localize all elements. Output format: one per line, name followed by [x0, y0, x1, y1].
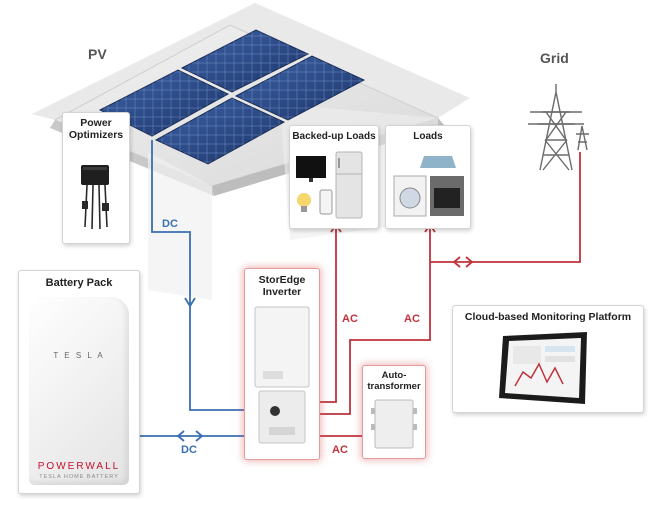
auto-transformer-card: Auto- transformer — [362, 365, 426, 459]
transmission-tower-icon — [528, 84, 589, 171]
pv-label: PV — [88, 46, 107, 62]
dc-battery-label: DC — [181, 444, 197, 456]
storedge-inverter-title: StorEdge Inverter — [258, 274, 306, 298]
oven-icon — [430, 176, 464, 216]
backed-up-loads-title: Backed-up Loads — [292, 131, 376, 142]
dc-wiring — [125, 140, 244, 437]
auto-transformer-title: Auto- transformer — [367, 370, 421, 392]
cloud-monitoring-card: Cloud-based Monitoring Platform — [452, 305, 644, 413]
refrigerator-icon — [335, 151, 363, 219]
ac-loads-label: AC — [404, 313, 420, 325]
ac-backed-up-label: AC — [342, 313, 358, 325]
dc-arrows — [176, 297, 204, 442]
ac-wiring — [318, 152, 581, 437]
loads-icons — [393, 156, 464, 217]
dc-optimizer-label: DC — [162, 218, 178, 230]
power-optimizers-card: Power Optimizers — [62, 112, 130, 244]
power-optimizers-title: Power Optimizers — [68, 117, 124, 141]
lightbulb-icon — [297, 193, 311, 212]
solar-panel-icon — [98, 29, 366, 165]
battery-icon — [29, 297, 129, 485]
backed-up-loads-icons — [296, 151, 363, 219]
phone-icon — [319, 189, 333, 215]
tv-icon — [296, 156, 326, 182]
washing-machine-icon — [393, 175, 427, 217]
storedge-inverter-card: StorEdge Inverter — [244, 268, 320, 460]
monitoring-tablet-icon — [499, 332, 587, 404]
battery-pack-title: Battery Pack — [45, 277, 113, 289]
backed-up-loads-card: Backed-up Loads — [289, 125, 379, 229]
battery-pack-card: Battery Pack T E S L A POWERWALL TESLA H… — [18, 270, 140, 494]
loads-card: Loads — [385, 125, 471, 229]
cloud-monitoring-title: Cloud-based Monitoring Platform — [464, 311, 632, 323]
powerwall-product: POWERWALL — [37, 461, 121, 472]
grid-label: Grid — [540, 50, 569, 66]
power-optimizer-icon — [81, 165, 109, 230]
inverter-icon — [254, 306, 310, 444]
ac-autotransformer-label: AC — [332, 444, 348, 456]
powerwall-tagline: TESLA HOME BATTERY — [39, 474, 119, 480]
powerwall-brand: T E S L A — [53, 351, 105, 360]
autotransformer-icon — [371, 399, 417, 449]
iron-icon — [420, 156, 456, 168]
loads-title: Loads — [413, 131, 443, 142]
